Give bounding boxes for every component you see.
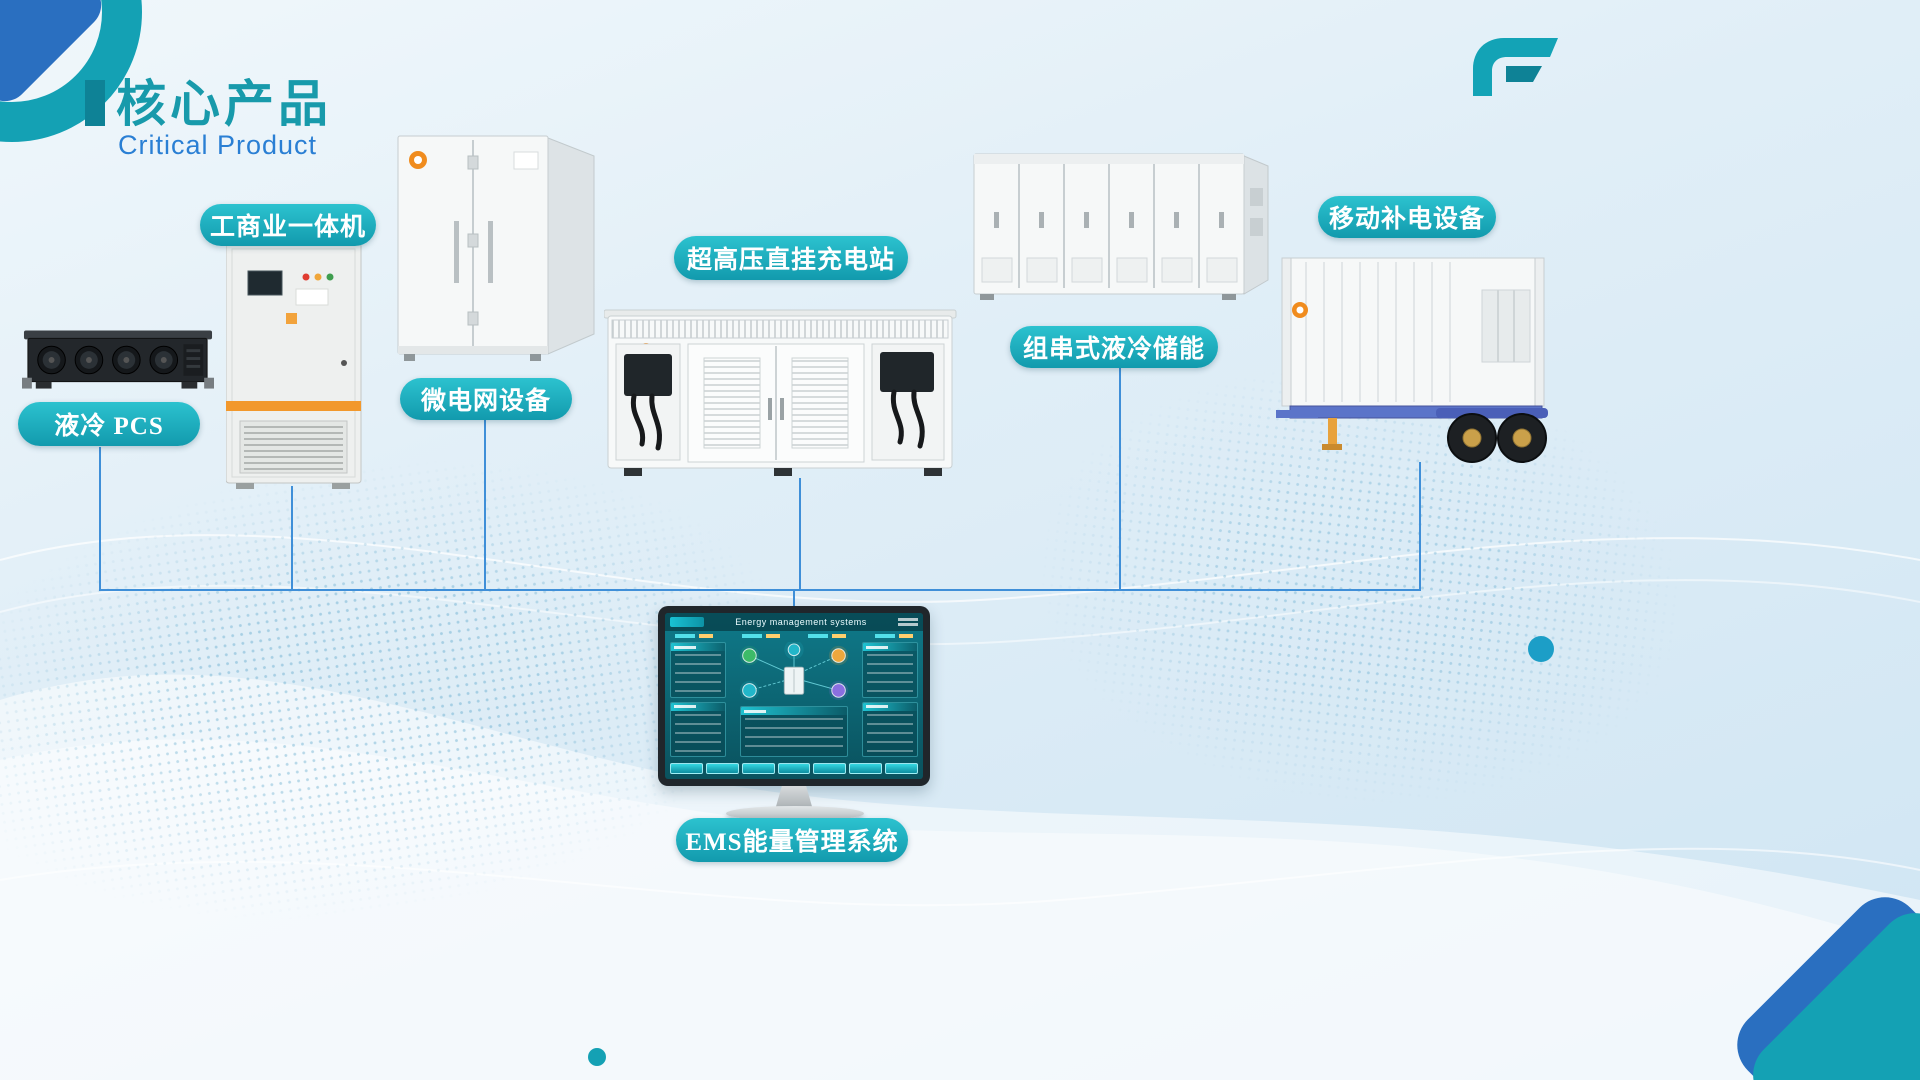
accent-dot-bottom — [588, 1048, 606, 1066]
title-accent-bar — [85, 80, 105, 126]
ems-button-row — [665, 760, 923, 779]
ems-button — [705, 763, 739, 774]
product-label-charging: 超高压直挂充电站 — [674, 236, 908, 280]
ems-status-row — [665, 631, 923, 639]
ems-status-item — [874, 634, 913, 638]
ems-button — [813, 763, 847, 774]
pcs-unit-image — [22, 330, 214, 389]
ems-panel — [862, 642, 918, 698]
ems-button — [885, 763, 919, 774]
ems-panel — [862, 701, 918, 757]
ems-left-panels — [670, 642, 726, 757]
product-label-microgrid: 微电网设备 — [400, 378, 572, 420]
ems-button — [777, 763, 811, 774]
product-label-ems: EMS能量管理系统 — [676, 818, 908, 862]
ems-panel — [670, 701, 726, 757]
connector-line-pcs — [99, 447, 101, 590]
ems-status-item — [741, 634, 780, 638]
ems-panel — [740, 706, 848, 757]
ems-header-bar: Energy management systems — [665, 613, 923, 631]
connector-line-microgrid — [484, 420, 486, 590]
ems-status-item — [675, 634, 713, 638]
string-storage-image — [973, 153, 1269, 300]
product-label-mobile: 移动补电设备 — [1318, 196, 1496, 238]
company-logo-icon — [1473, 38, 1558, 96]
page-subtitle: Critical Product — [118, 130, 318, 160]
corner-decoration-bottom-right-teal — [1738, 898, 1920, 1080]
page-title: 核心产品 — [116, 76, 332, 132]
ems-screen-title: Energy management systems — [735, 617, 867, 627]
charging-station-image — [604, 309, 957, 476]
product-label-all-in-one: 工商业一体机 — [200, 204, 376, 246]
ems-flow-diagram — [730, 642, 858, 757]
ems-status-item — [808, 634, 847, 638]
ems-right-panels — [862, 642, 918, 757]
product-label-pcs: 液冷 PCS — [18, 402, 200, 446]
mobile-power-trailer-image — [1276, 257, 1548, 463]
accent-dot-right — [1528, 636, 1554, 662]
connector-bus-line — [99, 589, 1421, 591]
ems-brand-chip — [670, 617, 704, 627]
connector-line-charging — [799, 478, 801, 590]
connector-line-mobile — [1419, 462, 1421, 590]
all-in-one-cabinet-image — [226, 243, 362, 489]
microgrid-container-image — [397, 135, 595, 361]
ems-monitor: Energy management systems — [658, 606, 930, 786]
ems-clock-placeholder — [898, 618, 918, 626]
connector-line-string — [1119, 368, 1121, 590]
ems-button — [741, 763, 775, 774]
connector-line-allinone — [291, 486, 293, 590]
ems-button — [849, 763, 883, 774]
ems-button — [670, 763, 703, 774]
ems-screen: Energy management systems — [665, 613, 923, 779]
product-label-string: 组串式液冷储能 — [1010, 326, 1218, 368]
ems-panel — [670, 642, 726, 698]
